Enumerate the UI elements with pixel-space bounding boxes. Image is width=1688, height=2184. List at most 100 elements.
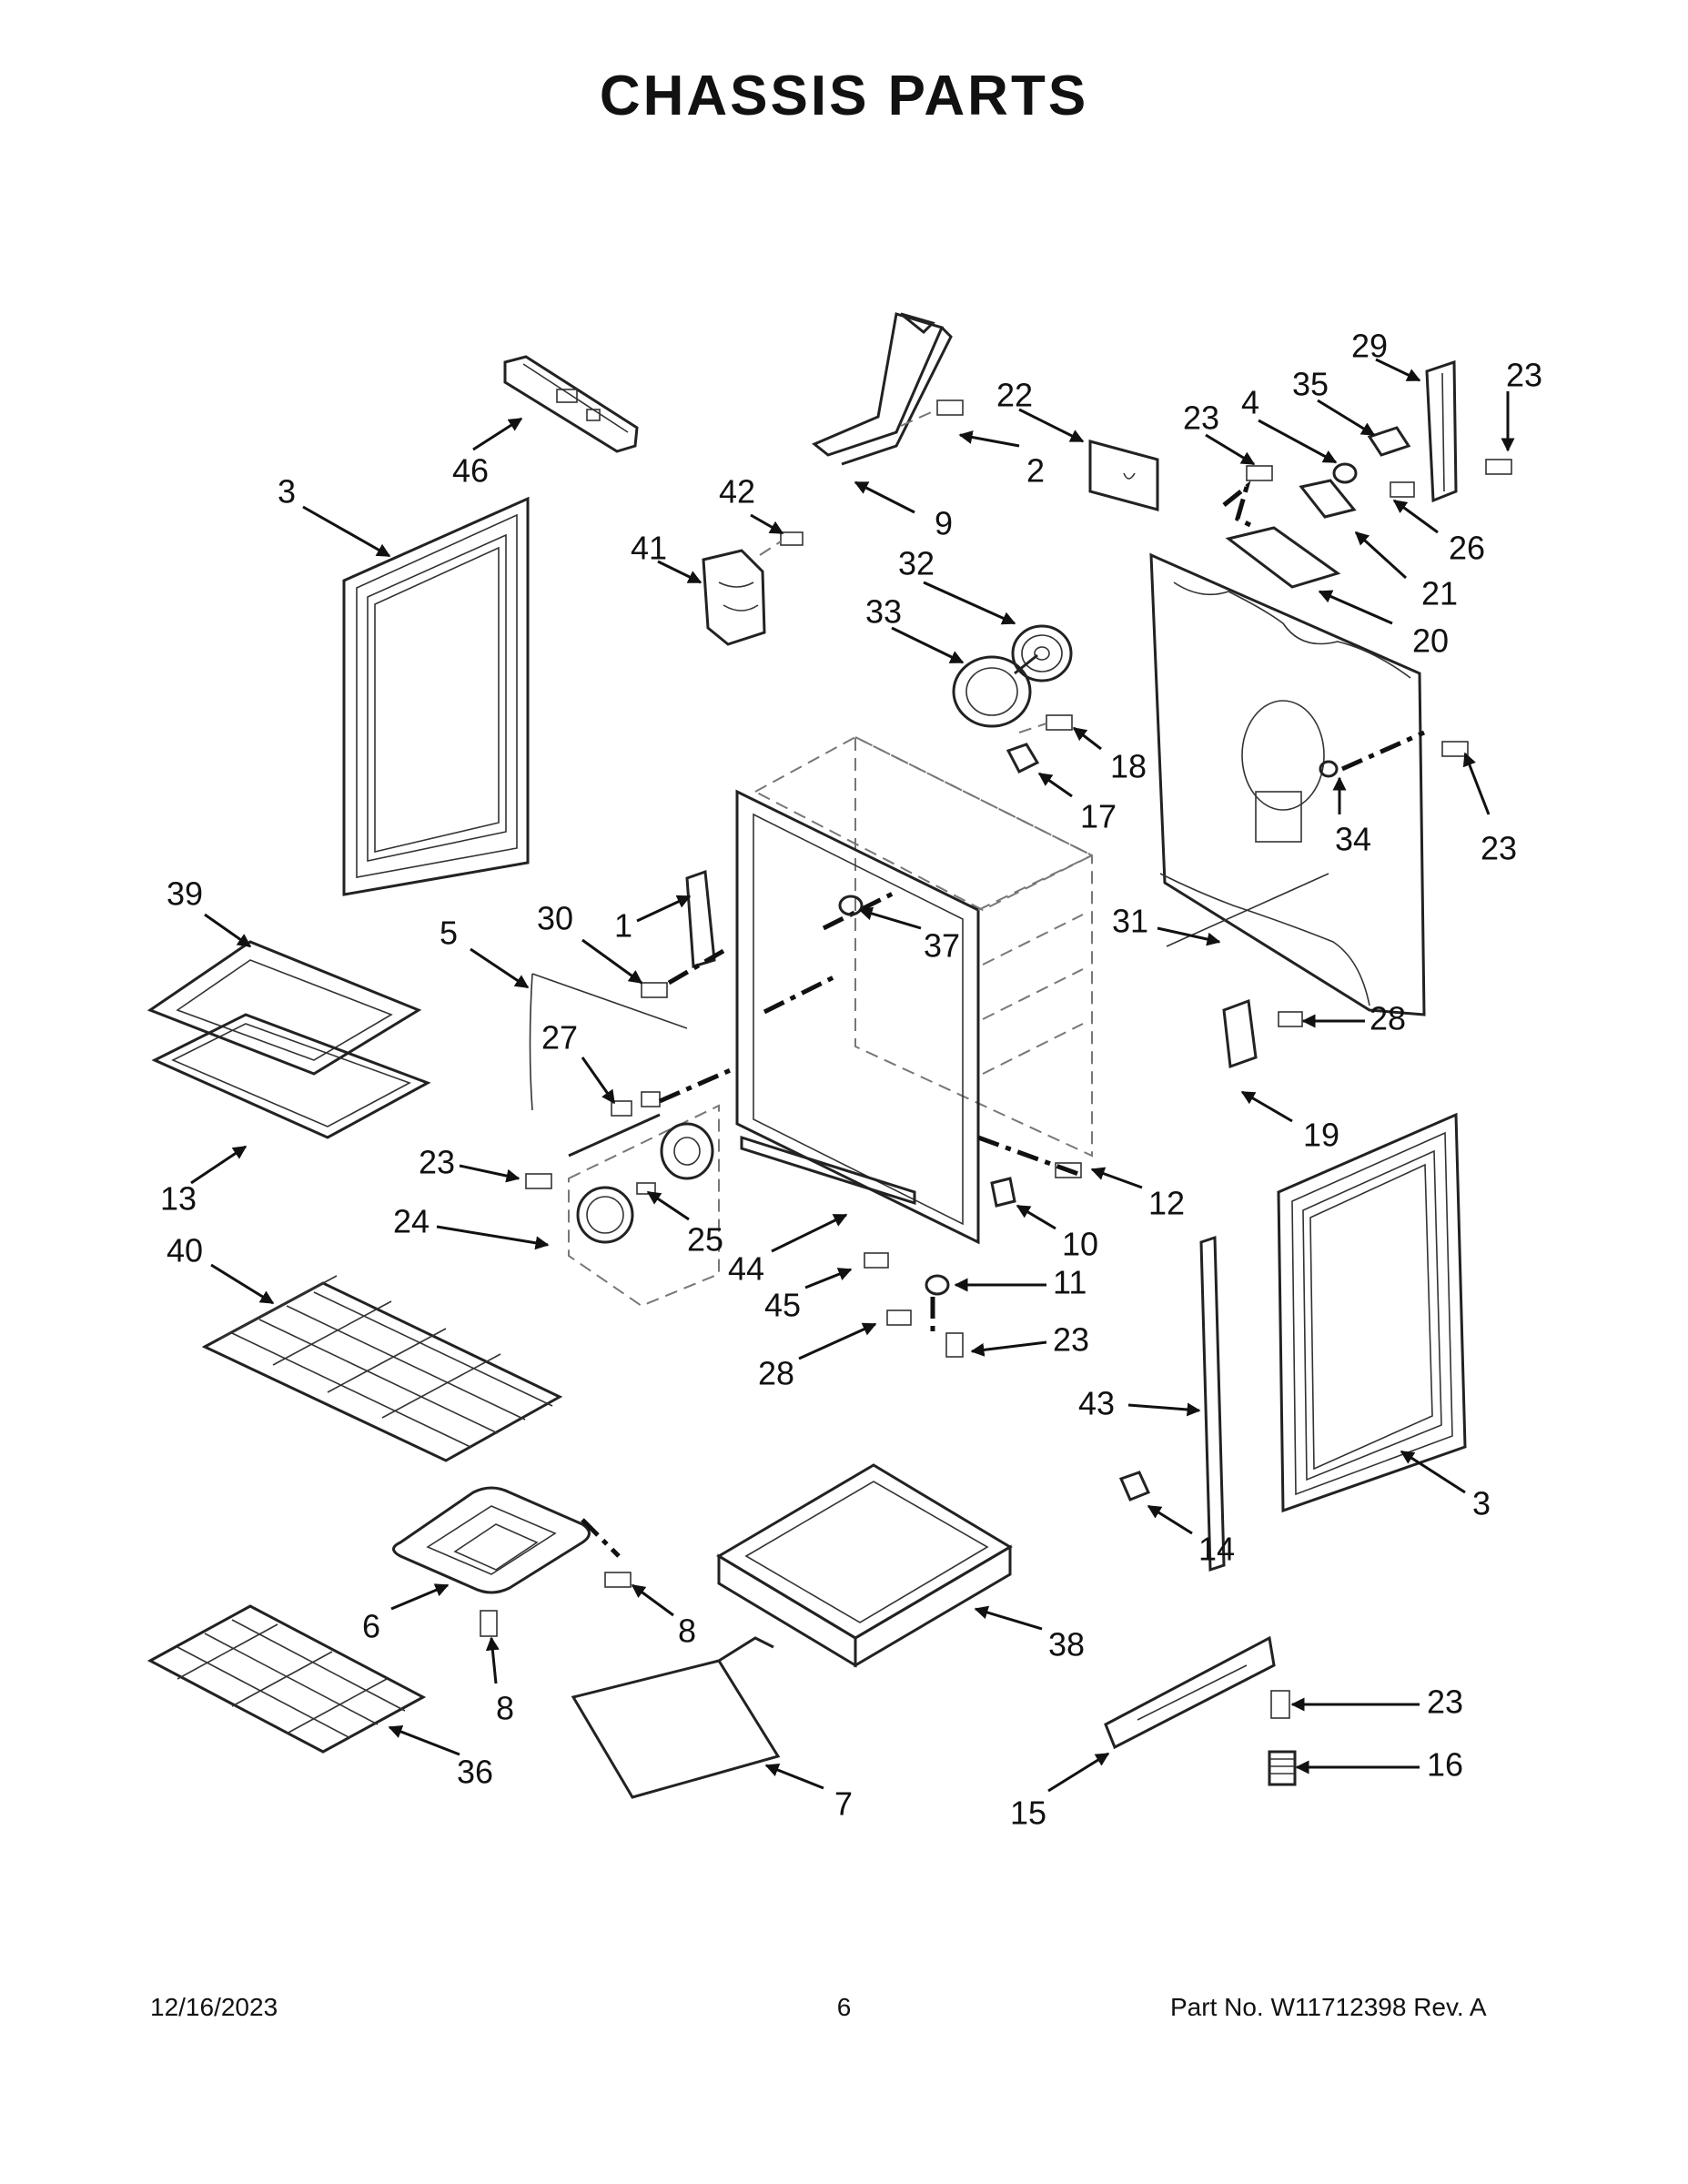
callout-c28a: 28 [1301, 1000, 1406, 1037]
callout-label: 34 [1335, 821, 1371, 858]
leader-arrow [1205, 433, 1256, 466]
leader-arrow [1317, 399, 1376, 437]
leader-arrow [764, 1764, 824, 1790]
leader-arrow [302, 505, 391, 558]
callout-c23a: 23 [1183, 399, 1256, 466]
callout-label: 23 [1183, 399, 1219, 437]
leader-arrow [1018, 408, 1085, 443]
callout-c26: 26 [1392, 499, 1485, 567]
leader-arrow [1400, 1450, 1466, 1494]
door-frame-right [1277, 1112, 1467, 1513]
leader-arrow [1127, 1402, 1201, 1417]
callout-c4: 4 [1241, 384, 1338, 464]
callout-label: 39 [167, 875, 203, 913]
callout-c3a: 3 [278, 473, 391, 558]
callout-c23b: 23 [1501, 357, 1542, 452]
cover-41 [702, 531, 804, 646]
callout-label: 23 [1427, 1684, 1463, 1721]
lower-cavity-hardware [740, 1135, 1082, 1358]
back-panel-31 [1149, 552, 1426, 1016]
callout-label: 24 [393, 1203, 430, 1240]
callout-label: 45 [764, 1287, 801, 1324]
callout-label: 33 [865, 593, 902, 631]
leader-arrow [1016, 1204, 1056, 1230]
callout-label: 13 [160, 1180, 197, 1218]
callout-c25: 25 [646, 1190, 723, 1259]
callout-label: 36 [457, 1754, 493, 1791]
oven-cavity [735, 735, 1095, 1245]
callout-c2: 2 [958, 430, 1045, 490]
callout-label: 14 [1198, 1531, 1235, 1568]
callout-label: 1 [614, 907, 632, 945]
side-hardware [1319, 730, 1469, 778]
rack-40 [201, 1275, 563, 1462]
leader-arrow [1090, 1167, 1143, 1189]
leader-arrow [1157, 926, 1221, 946]
callout-c7: 7 [764, 1764, 853, 1823]
leader-arrow [923, 581, 1016, 625]
callout-c22: 22 [996, 377, 1085, 443]
callout-c18: 18 [1072, 726, 1147, 785]
leader-arrow [657, 560, 702, 584]
fan-assembly [952, 624, 1073, 728]
leader-arrow [436, 1225, 550, 1250]
callout-c21: 21 [1354, 531, 1458, 612]
leader-arrow [581, 1057, 616, 1105]
leader-arrow [1072, 726, 1102, 751]
leader-arrow [1375, 358, 1421, 382]
callout-c44: 44 [728, 1213, 848, 1288]
wire-5 [529, 973, 688, 1111]
callout-c32: 32 [898, 545, 1016, 625]
callout-c29: 29 [1351, 328, 1421, 382]
plate-22 [1088, 440, 1159, 511]
callout-c15: 15 [1010, 1752, 1110, 1832]
callout-c40: 40 [167, 1232, 275, 1305]
callout-c42: 42 [719, 473, 784, 535]
leader-arrow [1037, 772, 1073, 798]
callout-c8a: 8 [631, 1583, 696, 1650]
callout-label: 12 [1148, 1185, 1185, 1222]
bracket-19 [1222, 998, 1303, 1069]
leader-arrow [1318, 590, 1393, 625]
callout-label: 19 [1303, 1117, 1339, 1154]
callout-c37: 37 [858, 906, 960, 965]
callout-c17: 17 [1037, 772, 1117, 835]
callout-label: 22 [996, 377, 1033, 414]
callout-c31: 31 [1112, 903, 1221, 946]
callout-c23c: 23 [1462, 752, 1517, 867]
callout-label: 21 [1421, 575, 1458, 612]
footer-page-number: 6 [836, 1993, 852, 2021]
callout-c35: 35 [1292, 366, 1376, 437]
callout-label: 20 [1412, 622, 1449, 660]
callout-label: 15 [1010, 1795, 1046, 1832]
leader-arrow [1392, 499, 1439, 534]
callout-c1: 1 [614, 895, 692, 945]
callout-label: 17 [1080, 798, 1117, 835]
callout-c11: 11 [954, 1264, 1087, 1301]
callout-c24: 24 [393, 1203, 550, 1250]
arm-9 [812, 312, 964, 466]
lower-element-7 [571, 1636, 781, 1799]
leader-arrow [1240, 1090, 1293, 1123]
callout-label: 28 [758, 1355, 794, 1392]
sensor-27 [525, 1067, 734, 1189]
leader-arrow [974, 1605, 1043, 1631]
bracket-1 [641, 869, 725, 998]
callout-label: 40 [167, 1232, 203, 1269]
callout-label: 6 [362, 1608, 380, 1645]
leveler-assembly [1104, 1635, 1297, 1786]
callout-c19: 19 [1240, 1090, 1339, 1154]
callout-label: 8 [678, 1613, 696, 1650]
callout-c3b: 3 [1400, 1450, 1491, 1522]
callout-c12: 12 [1090, 1167, 1185, 1222]
callout-label: 44 [728, 1250, 764, 1288]
leader-arrow [750, 513, 784, 535]
callout-label: 28 [1370, 1000, 1406, 1037]
callout-label: 29 [1351, 328, 1388, 365]
leader-arrow [470, 947, 530, 989]
page-title: CHASSIS PARTS [599, 65, 1089, 127]
callout-c8b: 8 [485, 1636, 514, 1727]
leader-arrow [1047, 1752, 1110, 1793]
